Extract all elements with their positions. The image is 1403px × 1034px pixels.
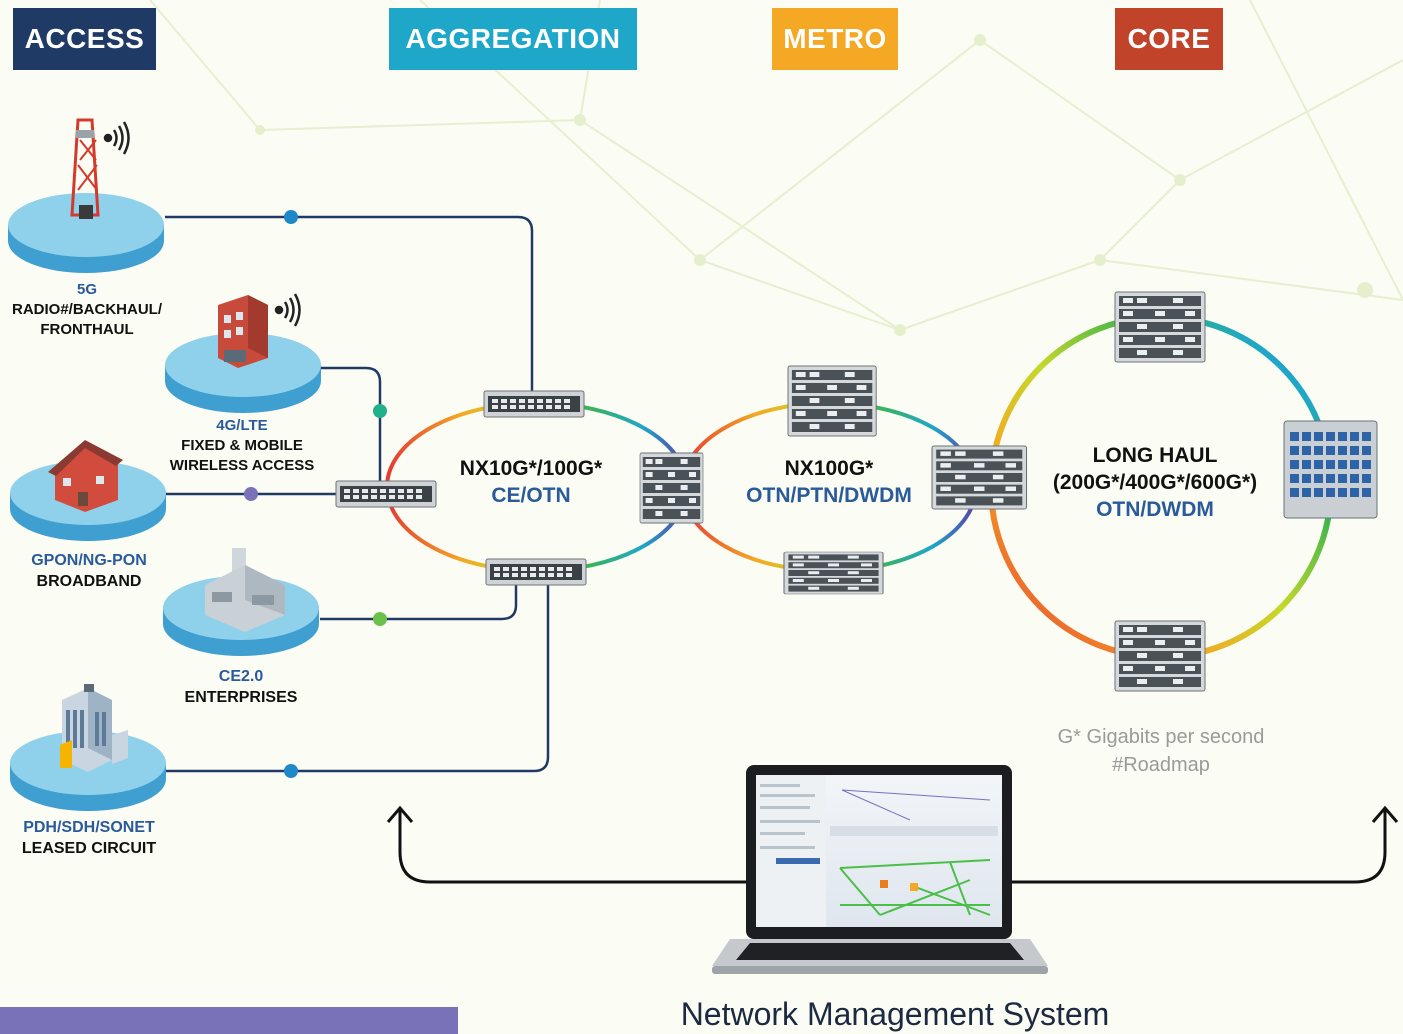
label-5g-line1: 5G	[76, 281, 97, 298]
aggregation-device-left	[335, 480, 437, 508]
link-dot-4g	[373, 404, 387, 418]
label-ce-line1: CE2.0	[218, 668, 264, 685]
label-4g-line2: FIXED & MOBILE	[181, 437, 303, 454]
factory-icon	[205, 548, 285, 632]
header-access: ACCESS	[13, 8, 156, 70]
label-4g-line3: WIRELESS ACCESS	[169, 457, 315, 474]
house-icon	[48, 440, 123, 512]
signal-icon	[103, 121, 130, 155]
metro-ring-line1: NX100G*	[784, 457, 874, 480]
core-switch-large	[1283, 420, 1378, 519]
label-gpon-line1: GPON/NG-PON	[31, 552, 147, 569]
tower-icon	[70, 118, 100, 219]
label-5g-line2: RADIO#/BACKHAUL/	[12, 301, 162, 318]
label-pdh: PDH/SDH/SONET LEASED CIRCUIT	[12, 817, 166, 859]
label-pdh-line1: PDH/SDH/SONET	[23, 819, 155, 836]
label-core-ring: LONG HAUL (200G*/400G*/600G*) OTN/DWDM	[1040, 442, 1270, 523]
label-metro-ring: NX100G* OTN/PTN/DWDM	[734, 455, 924, 509]
nms-title: Network Management System	[680, 996, 1110, 1032]
label-gpon: GPON/NG-PON BROADBAND	[14, 550, 164, 592]
label-5g-line3: FRONTHAUL	[40, 321, 134, 338]
legend-line1: G* Gigabits per second	[1057, 726, 1265, 748]
legend: G* Gigabits per second #Roadmap	[1030, 723, 1292, 779]
core-chassis-bottom	[1114, 620, 1206, 692]
aggregation-device-top	[483, 390, 585, 418]
metro-chassis-right	[931, 445, 1028, 510]
label-5g: 5G RADIO#/BACKHAUL/ FRONTHAUL	[4, 280, 170, 340]
link-dot-5g	[284, 210, 298, 224]
core-chassis-top	[1114, 291, 1206, 363]
metro-ring-line2: OTN/PTN/DWDM	[746, 484, 912, 507]
building-4g-icon	[218, 295, 268, 368]
core-ring-line1: LONG HAUL	[1092, 444, 1218, 467]
label-pdh-line2: LEASED CIRCUIT	[21, 840, 157, 857]
label-aggregation-ring: NX10G*/100G* CE/OTN	[440, 455, 622, 509]
aggregation-ring-line2: CE/OTN	[491, 484, 571, 507]
link-dot-pdh	[284, 764, 298, 778]
header-metro: METRO	[772, 8, 898, 70]
signal-4g-icon	[274, 293, 301, 327]
header-access-label: ACCESS	[24, 23, 145, 54]
header-aggregation-label: AGGREGATION	[405, 23, 621, 54]
metro-chassis-top	[787, 365, 877, 437]
link-dot-gpon	[244, 487, 258, 501]
header-core: CORE	[1115, 8, 1223, 70]
metro-chassis-shared	[639, 452, 704, 524]
header-metro-label: METRO	[783, 23, 887, 54]
aggregation-ring-line1: NX10G*/100G*	[459, 457, 603, 480]
label-4g-line1: 4G/LTE	[216, 417, 268, 434]
label-gpon-line2: BROADBAND	[36, 573, 142, 590]
laptop-icon	[712, 765, 1048, 974]
label-ce: CE2.0 ENTERPRISES	[170, 666, 312, 708]
header-aggregation: AGGREGATION	[389, 8, 637, 70]
link-dot-ce	[373, 612, 387, 626]
core-ring-line3: OTN/DWDM	[1096, 498, 1214, 521]
header-core-label: CORE	[1127, 23, 1211, 54]
metro-chassis-bottom	[783, 551, 884, 595]
label-4g: 4G/LTE FIXED & MOBILE WIRELESS ACCESS	[158, 416, 326, 476]
legend-line2: #Roadmap	[1112, 754, 1210, 776]
accent-bar	[0, 1007, 458, 1034]
core-ring-line2: (200G*/400G*/600G*)	[1052, 471, 1258, 494]
label-ce-line2: ENTERPRISES	[184, 689, 298, 706]
aggregation-device-bottom	[485, 558, 587, 586]
office-building-icon	[60, 684, 128, 772]
